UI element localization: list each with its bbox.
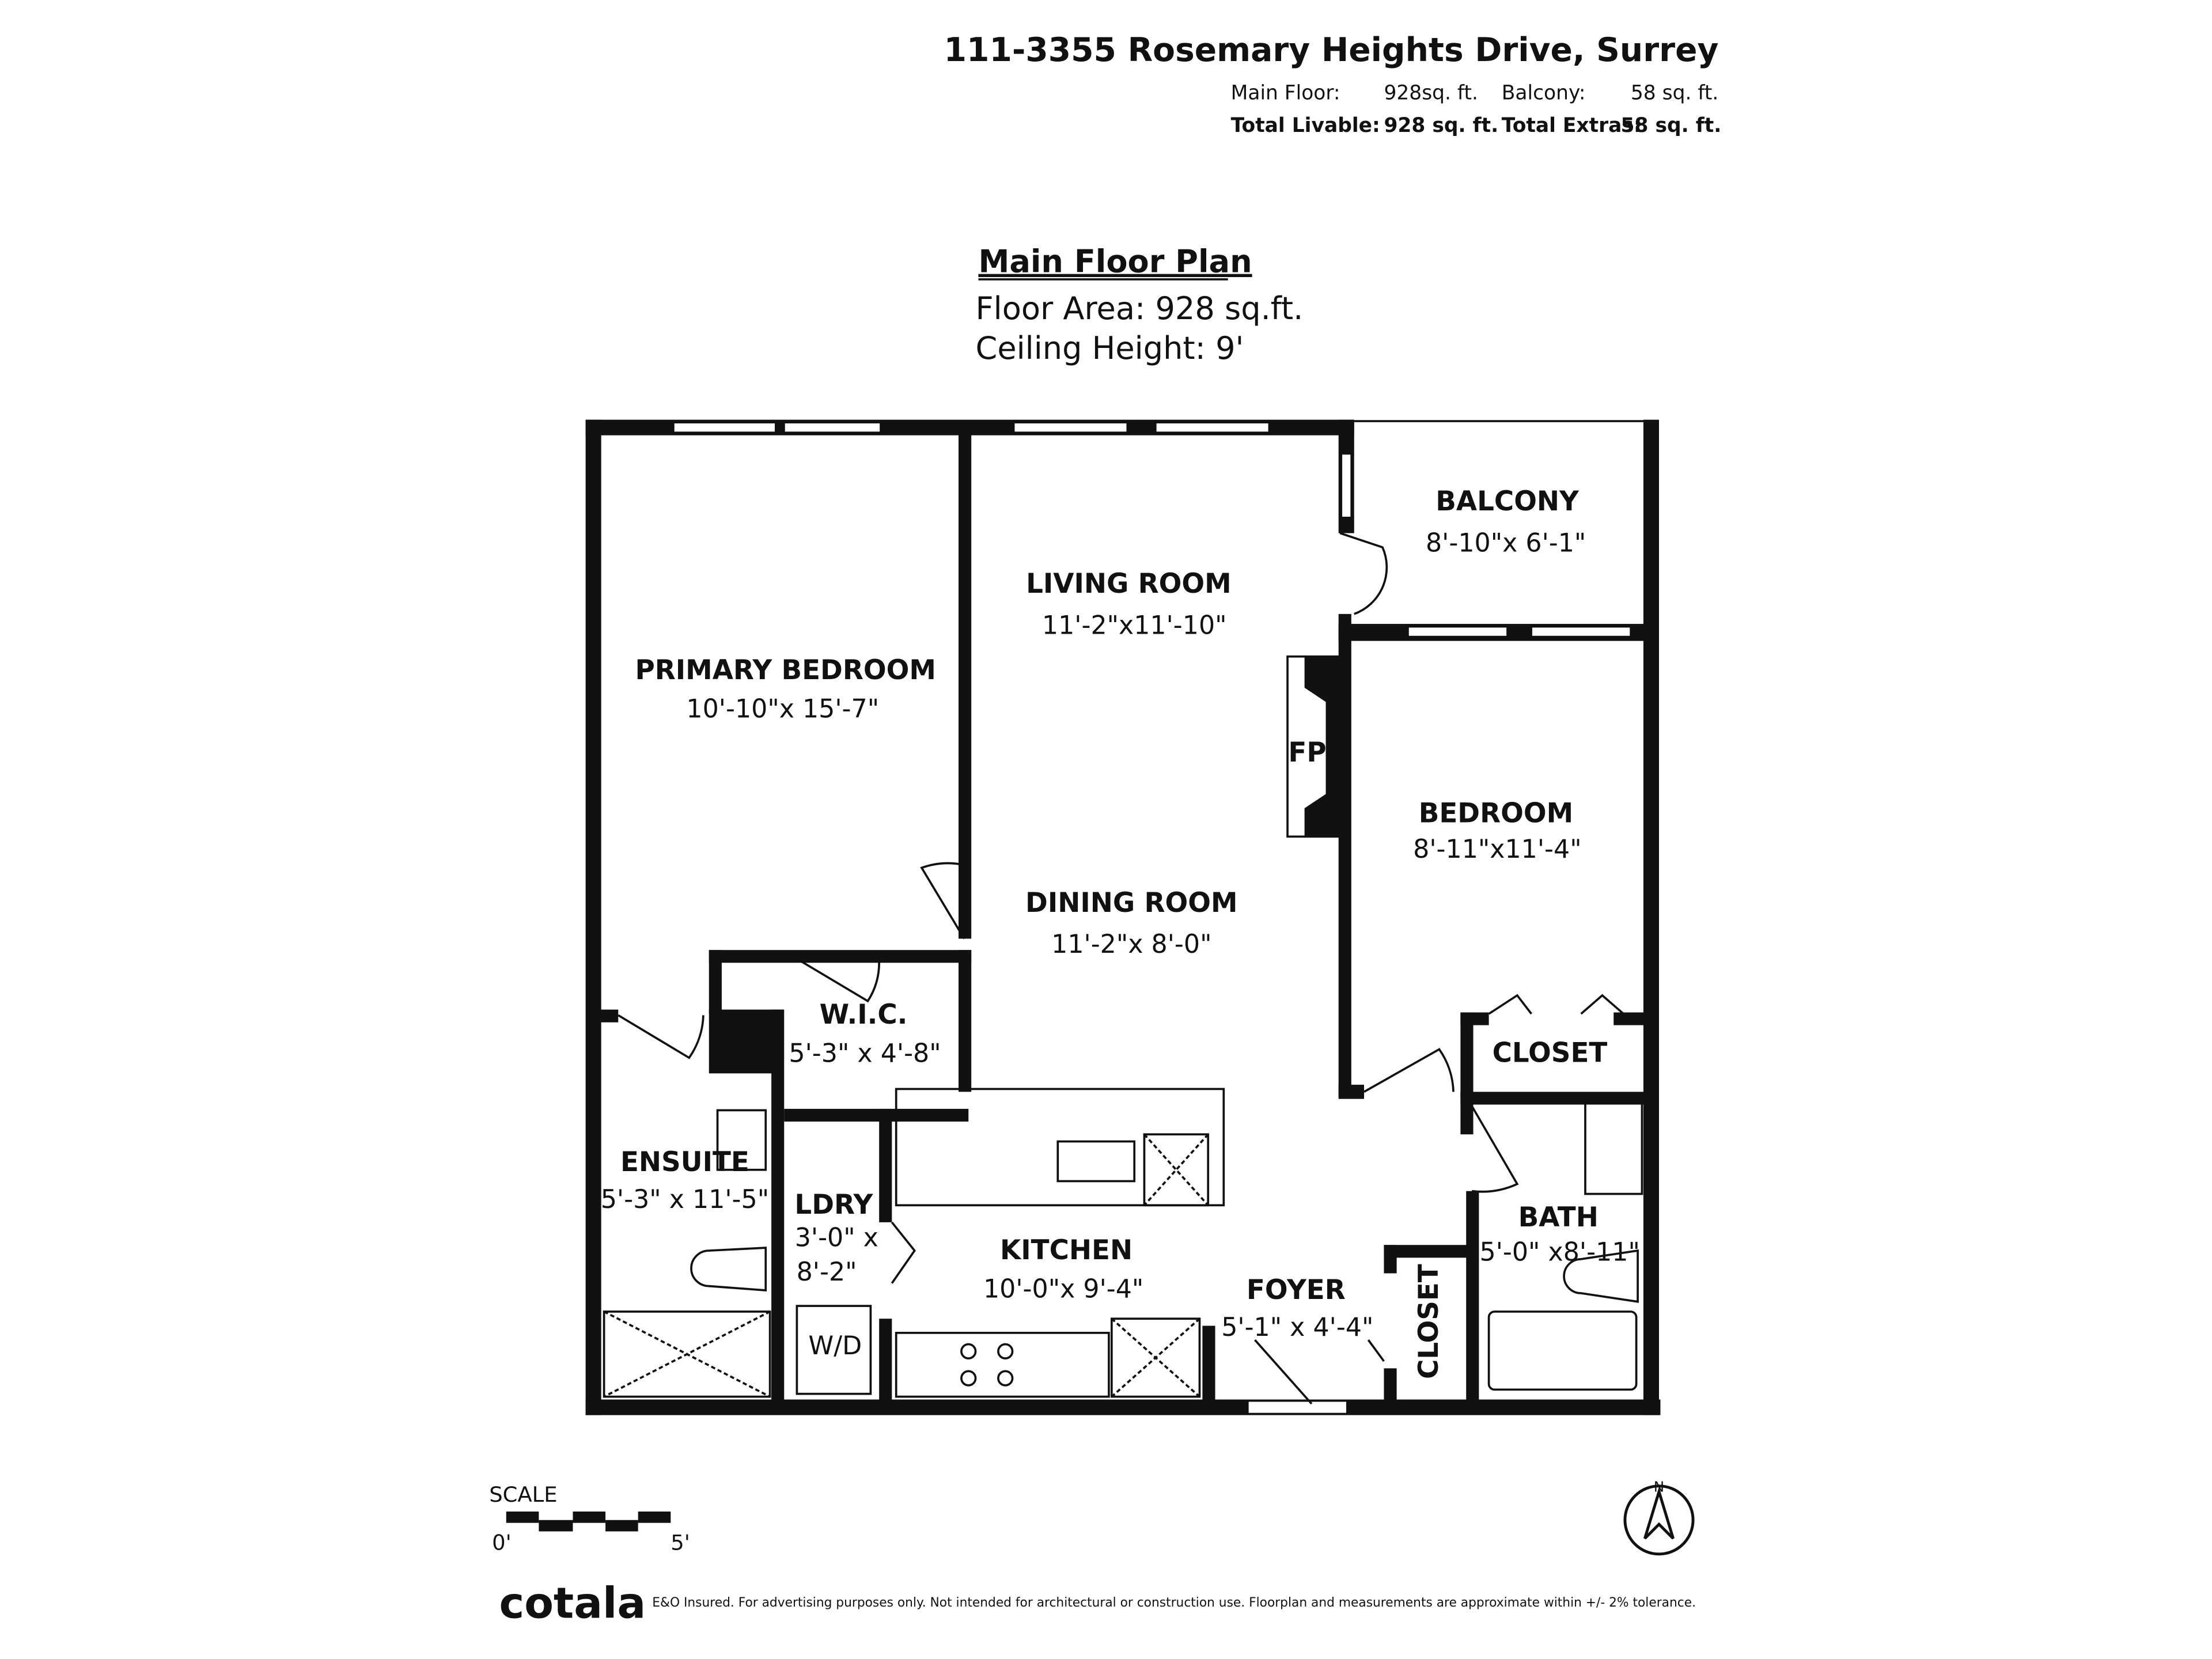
north-compass-icon [1623,1484,1695,1556]
balcony-value: 58 sq. ft. [1631,81,1719,104]
kitchen-name: KITCHEN [1000,1235,1132,1266]
bedroom-closet-name: CLOSET [1493,1038,1608,1069]
wic-dims: 5'-3" x 4'-8" [789,1039,941,1069]
doors [618,532,1624,1405]
primary-bedroom-name: PRIMARY BEDROOM [635,655,936,686]
scale-label: SCALE [489,1482,557,1507]
main-floor-label: Main Floor: [1231,81,1340,104]
address-title: 111-3355 Rosemary Heights Drive, Surrey [944,31,1719,69]
total-extras-label: Total Extras: [1502,114,1642,137]
total-livable-value: 928 sq. ft. [1384,114,1498,137]
walls [585,419,1661,1415]
laundry-dims-1: 3'-0" x [795,1224,878,1253]
compass-north-label: N [1654,1479,1664,1495]
fireplace [1286,655,1341,838]
windows [672,422,1632,1415]
dining-room-name: DINING ROOM [1025,888,1237,919]
living-room-name: LIVING ROOM [1026,569,1232,600]
scale-end: 5' [671,1530,690,1555]
living-room-dims: 11'-2"x11'-10" [1042,611,1227,640]
fireplace-label: FP [1288,737,1326,768]
ceiling-height: Ceiling Height: 9' [976,330,1244,366]
disclaimer: E&O Insured. For advertising purposes on… [652,1595,1696,1610]
foyer-closet-name: CLOSET [1414,1264,1445,1379]
washer-dryer-label: W/D [808,1331,862,1361]
main-floor-value: 928sq. ft. [1384,81,1478,104]
laundry-name: LDRY [794,1190,873,1221]
total-livable-label: Total Livable: [1231,114,1380,137]
primary-bedroom-dims: 10'-10"x 15'-7" [686,695,879,724]
total-extras-value: 58 sq. ft. [1621,114,1722,137]
balcony-dims: 8'-10"x 6'-1" [1426,529,1586,558]
bath-name: BATH [1518,1202,1599,1233]
dining-room-dims: 11'-2"x 8'-0" [1051,930,1211,959]
bedroom-name: BEDROOM [1419,798,1573,830]
scale-start: 0' [492,1530,512,1555]
bedroom-dims: 8'-11"x11'-4" [1413,835,1581,864]
floor-area: Floor Area: 928 sq.ft. [976,290,1304,327]
fixtures [603,1088,1643,1398]
wic-name: W.I.C. [820,999,908,1031]
ensuite-dims: 5'-3" x 11'-5" [601,1185,769,1214]
balcony-label: Balcony: [1502,81,1586,104]
kitchen-dims: 10'-0"x 9'-4" [983,1274,1143,1304]
foyer-dims: 5'-1" x 4'-4" [1221,1313,1373,1342]
cotala-logo: cotala [499,1579,646,1628]
bath-dims: 5'-0" x8'-11" [1480,1237,1640,1267]
foyer-name: FOYER [1247,1275,1346,1306]
ensuite-name: ENSUITE [620,1147,749,1178]
scale-bar [506,1512,671,1532]
balcony-name: BALCONY [1435,486,1580,517]
plan-title: Main Floor Plan [978,244,1252,280]
laundry-dims-2: 8'-2" [797,1257,857,1287]
